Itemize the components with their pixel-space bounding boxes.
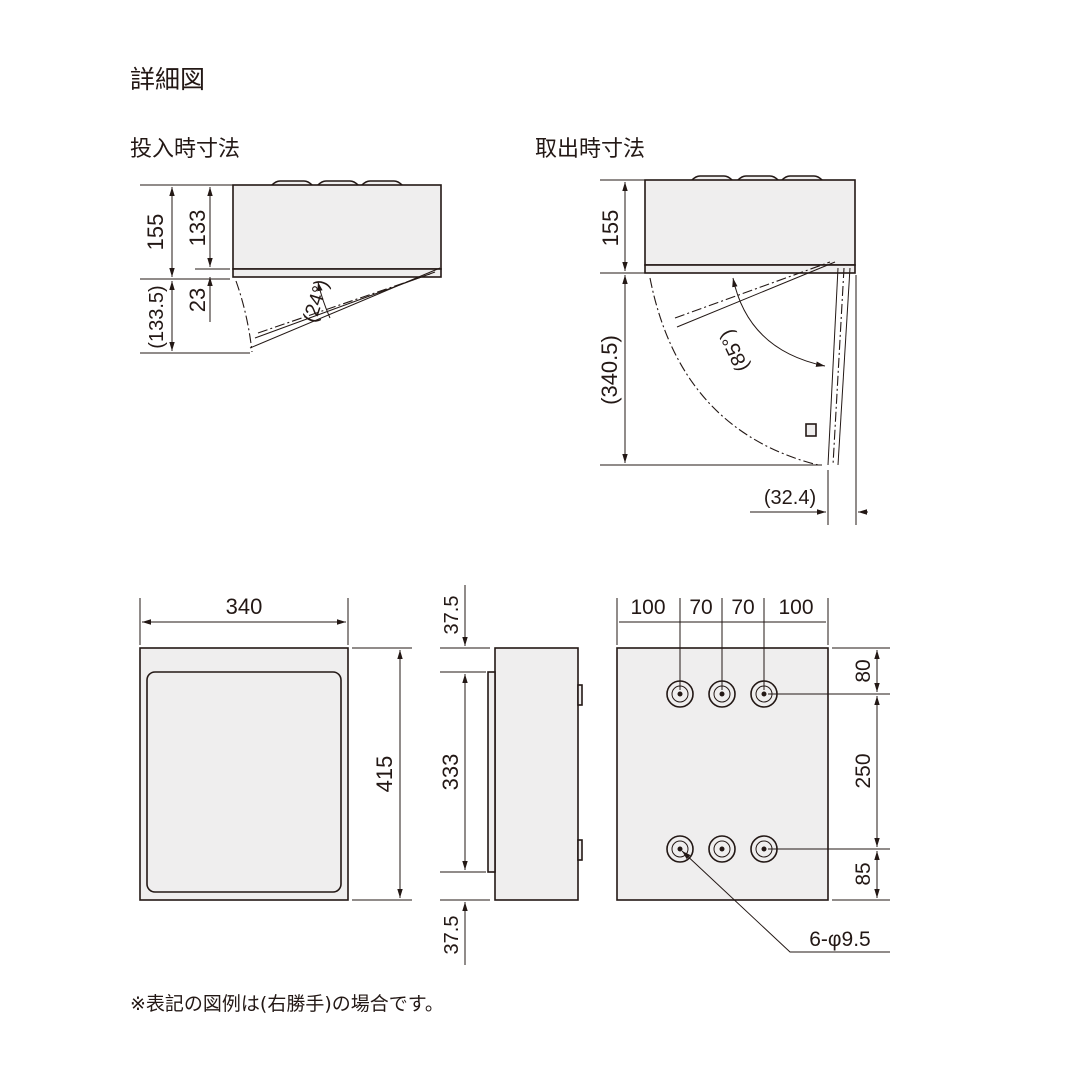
page-title: 詳細図 [130,65,205,94]
remove-view: 155 (340.5) (85°) (32.4) [597,175,868,525]
dim-23: 23 [185,288,210,312]
dim-top-1: 100 [630,596,665,619]
dim-right-80: 80 [852,659,875,682]
back-view: 100 70 70 100 80 250 85 6-φ9.5 [616,596,890,953]
dim-right-250: 250 [852,753,875,788]
hole-spec-label: 6-φ9.5 [809,928,870,951]
dim-right-85: 85 [852,862,875,885]
dim-top-3: 70 [731,596,754,619]
dim-133-5: (133.5) [146,285,168,348]
dim-37-5-top: 37.5 [441,596,463,635]
dim-340-5: (340.5) [597,335,622,405]
remove-view-label: 取出時寸法 [535,137,645,162]
front-view: 340 415 [139,594,412,901]
dim-top-2: 70 [689,596,712,619]
footnote: ※表記の図例は(右勝手)の場合です。 [130,993,444,1015]
dim-32-4: (32.4) [764,487,816,509]
insert-view: 155 133 23 (133.5) (24°) [140,180,442,354]
dim-top-4: 100 [778,596,813,619]
dim-37-5-bottom: 37.5 [441,916,463,955]
dim-340: 340 [226,594,263,619]
insert-view-label: 投入時寸法 [130,137,240,162]
dim-415: 415 [372,756,397,793]
dim-155: 155 [143,214,168,251]
side-view: 37.5 333 37.5 [438,585,583,965]
dim-333: 333 [438,754,463,791]
dim-133: 133 [185,210,210,247]
dim-155-remove: 155 [598,210,623,247]
dim-angle-24: (24°) [299,277,333,325]
dim-angle-85: (85°) [715,326,753,375]
